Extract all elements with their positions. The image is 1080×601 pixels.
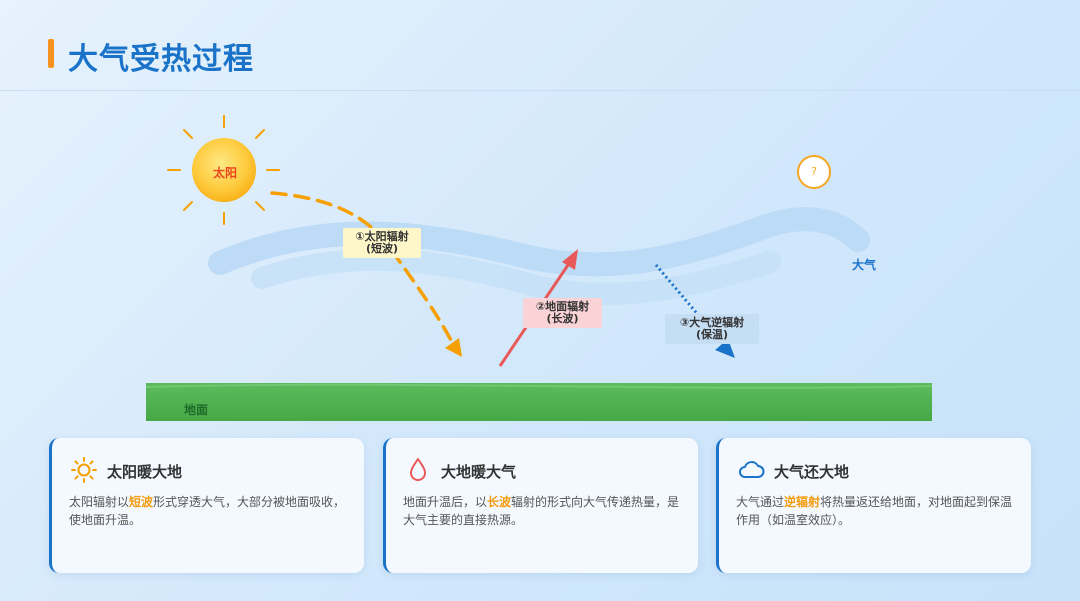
card-text: 地面升温后，以长波辐射的形式向大气传递热量，是大气主要的直接热源。 <box>403 495 680 527</box>
page-title: 大气受热过程 <box>68 42 254 77</box>
solar-radiation-label: ①太阳辐射 (短波) <box>343 228 421 258</box>
sun-icon <box>71 457 97 483</box>
solar-radiation-title: ①太阳辐射 <box>355 230 409 243</box>
ground-radiation-sub: (长波) <box>546 312 579 325</box>
sun <box>167 115 280 225</box>
card-highlight: 长波 <box>487 495 512 509</box>
counter-radiation-title: ③大气逆辐射 <box>679 316 745 329</box>
sun-label: 太阳 <box>212 166 237 180</box>
counter-radiation-sub: (保温) <box>695 328 729 341</box>
card-sun-warms-ground: 太阳暖大地 太阳辐射以短波形式穿透大气，大部分被地面吸收，使地面升温。 <box>49 438 364 573</box>
card-text: 太阳辐射以短波形式穿透大气，大部分被地面吸收，使地面升温。 <box>69 495 346 527</box>
title-accent-bar <box>48 39 54 68</box>
drop-icon <box>410 458 426 481</box>
ground-radiation-label: ②地面辐射 (长波) <box>523 298 602 328</box>
header: 大气受热过程 <box>0 0 1080 91</box>
counter-radiation-label: ③大气逆辐射 (保温) <box>665 314 759 344</box>
cloud-icon <box>739 461 765 478</box>
question-mark-icon[interactable]: ? <box>797 155 831 189</box>
card-highlight: 短波 <box>129 495 154 509</box>
ground-label: 地面 <box>184 403 209 417</box>
card-text: 大气通过逆辐射将热量返还给地面，对地面起到保温作用（如温室效应）。 <box>736 495 1013 527</box>
ground <box>145 383 933 421</box>
card-air-returns-ground: 大气还大地 大气通过逆辐射将热量返还给地面，对地面起到保温作用（如温室效应）。 <box>716 438 1031 573</box>
card-title: 大地暖大气 <box>441 463 517 481</box>
card-highlight: 逆辐射 <box>784 495 821 509</box>
atmosphere-band <box>208 207 870 305</box>
card-title: 太阳暖大地 <box>107 463 183 481</box>
ground-radiation-title: ②地面辐射 <box>535 300 590 313</box>
card-title: 大气还大地 <box>774 463 850 481</box>
atmosphere-label: 大气 <box>852 258 877 272</box>
card-ground-warms-air: 大地暖大气 地面升温后，以长波辐射的形式向大气传递热量，是大气主要的直接热源。 <box>383 438 698 573</box>
solar-radiation-sub: (短波) <box>365 242 399 255</box>
